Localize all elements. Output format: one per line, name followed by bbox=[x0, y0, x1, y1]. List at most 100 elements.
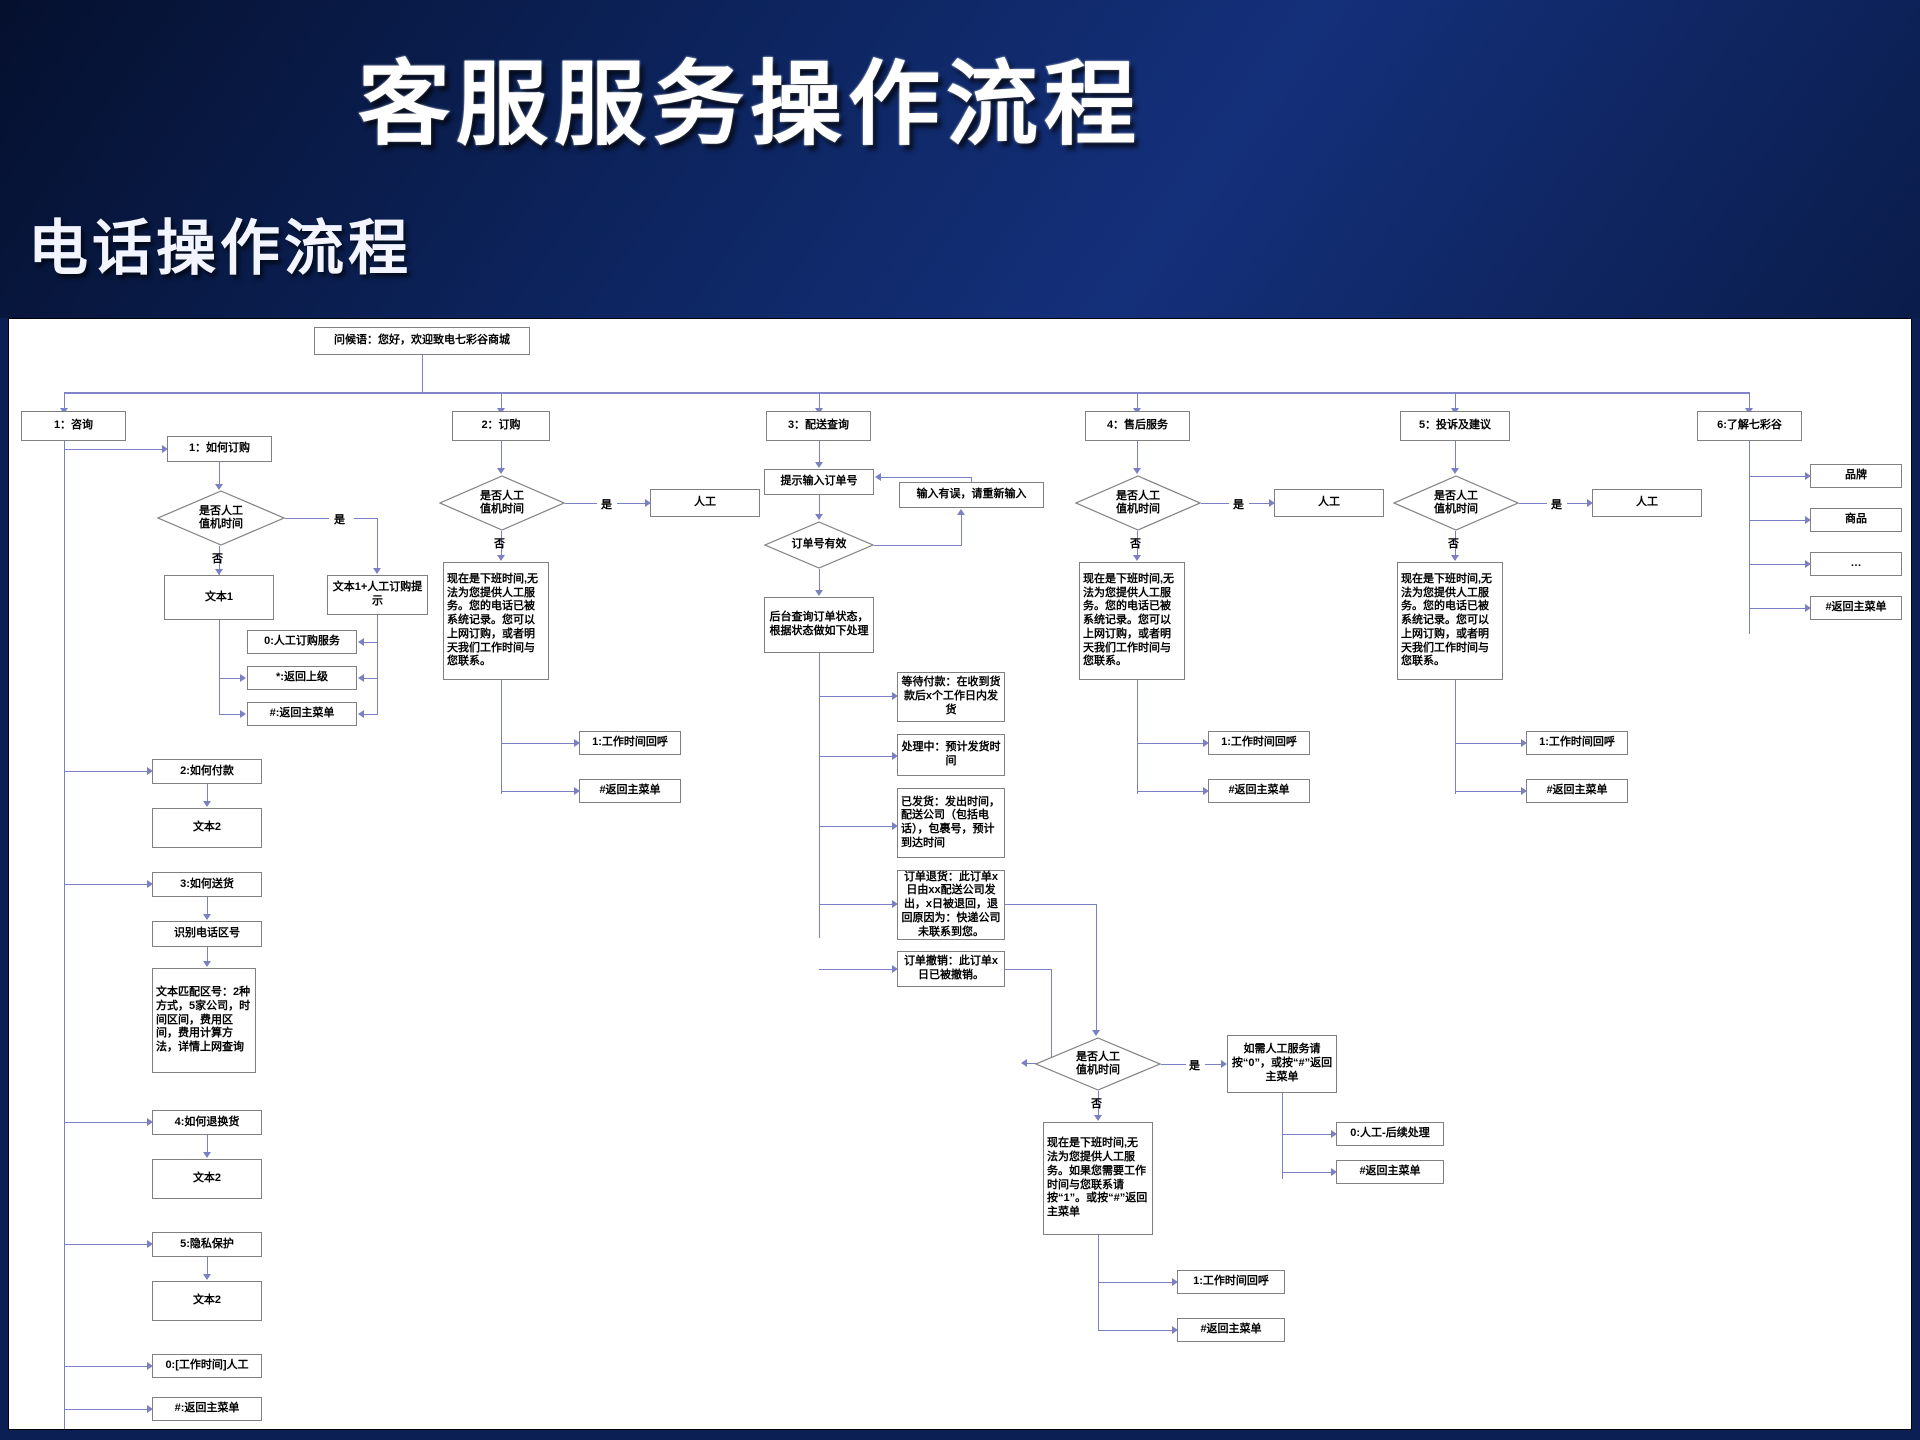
arrow-right bbox=[147, 1362, 153, 1370]
connector bbox=[1455, 791, 1523, 792]
connector bbox=[422, 355, 423, 393]
col3-opt-back-main-a[interactable]: #返回主菜单 bbox=[1336, 1160, 1444, 1184]
arrow-right bbox=[1221, 1060, 1227, 1068]
col1-no-label: 否 bbox=[212, 553, 223, 565]
connector bbox=[207, 1257, 208, 1276]
menu-item-5[interactable]: 5：投诉及建议 bbox=[1400, 411, 1510, 441]
diamond-shape bbox=[439, 475, 565, 531]
col3-decision-manned[interactable]: 是否人工值机时间 bbox=[1035, 1037, 1161, 1091]
connector bbox=[64, 449, 164, 450]
connector bbox=[819, 392, 820, 410]
col1-opt-back-main[interactable]: #:返回主菜单 bbox=[247, 702, 357, 726]
page-subtitle: 电话操作流程 bbox=[28, 214, 412, 284]
connector bbox=[1205, 1064, 1223, 1065]
col2-opt-back-main[interactable]: #返回主菜单 bbox=[579, 779, 681, 803]
connector bbox=[1098, 1282, 1174, 1283]
col1-yes-label: 是 bbox=[334, 514, 345, 526]
col2-opt-callback[interactable]: 1:工作时间回呼 bbox=[579, 731, 681, 755]
col4-opt-back-main[interactable]: #返回主菜单 bbox=[1208, 779, 1310, 803]
connector bbox=[819, 569, 820, 592]
arrow-down bbox=[203, 914, 211, 920]
arrow-right bbox=[162, 445, 168, 453]
col1-q4-text-node: 文本2 bbox=[152, 1159, 262, 1199]
col1-opt-back-up[interactable]: *:返回上级 bbox=[247, 666, 357, 690]
arrow-right bbox=[645, 499, 651, 507]
col1-q5-text-node: 文本2 bbox=[152, 1281, 262, 1321]
col6-item-0[interactable]: 品牌 bbox=[1810, 464, 1902, 488]
col5-opt-callback[interactable]: 1:工作时间回呼 bbox=[1526, 731, 1628, 755]
col6-item-3[interactable]: #返回主菜单 bbox=[1810, 596, 1902, 620]
connector bbox=[1749, 392, 1750, 410]
connector bbox=[207, 947, 208, 963]
arrow-down bbox=[203, 1152, 211, 1158]
connector bbox=[1282, 1172, 1333, 1173]
connector bbox=[1749, 608, 1807, 609]
arrow-down bbox=[203, 961, 211, 967]
diamond-shape bbox=[1075, 475, 1201, 531]
diamond-shape bbox=[1393, 475, 1519, 531]
arrow-right bbox=[1203, 739, 1209, 747]
arrow-down bbox=[815, 462, 823, 468]
connector bbox=[64, 884, 149, 885]
arrow-down bbox=[1451, 468, 1459, 474]
col6-item-2[interactable]: … bbox=[1810, 552, 1902, 576]
col1-opt-hash[interactable]: #:返回主菜单 bbox=[152, 1397, 262, 1421]
col6-item-1[interactable]: 商品 bbox=[1810, 508, 1902, 532]
menu-item-4[interactable]: 4：售后服务 bbox=[1085, 411, 1190, 441]
col3-opt-back-main-b[interactable]: #返回主菜单 bbox=[1177, 1318, 1285, 1342]
col4-decision-label: 是否人工值机时间 bbox=[1116, 489, 1160, 515]
col5-opt-back-main[interactable]: #返回主菜单 bbox=[1526, 779, 1628, 803]
connector bbox=[1137, 531, 1138, 560]
col3-opt-manual-follow[interactable]: 0:人工-后续处理 bbox=[1336, 1122, 1444, 1146]
arrow-right bbox=[574, 739, 580, 747]
col4-decision-manned[interactable]: 是否人工值机时间 bbox=[1075, 475, 1201, 531]
col5-decision-manned[interactable]: 是否人工值机时间 bbox=[1393, 475, 1519, 531]
arrow-down bbox=[215, 484, 223, 490]
connector bbox=[819, 495, 820, 516]
col5-offhours-node: 现在是下班时间,无法为您提供人工服务。您的电话已被系统记录。您可以上网订购，或者… bbox=[1397, 562, 1503, 680]
connector bbox=[961, 515, 962, 545]
col5-no-label: 否 bbox=[1448, 538, 1459, 550]
arrow-down bbox=[1451, 555, 1459, 561]
connector bbox=[1455, 531, 1456, 560]
col2-offhours-node: 现在是下班时间,无法为您提供人工服务。您的电话已被系统记录。您可以上网订购，或者… bbox=[443, 562, 549, 680]
col1-q5-node[interactable]: 5:隐私保护 bbox=[152, 1232, 262, 1257]
col3-decision-valid[interactable]: 订单号有效 bbox=[764, 521, 874, 569]
connector bbox=[1749, 520, 1807, 521]
connector bbox=[64, 1244, 149, 1245]
connector bbox=[1282, 1093, 1283, 1179]
menu-item-2[interactable]: 2：订购 bbox=[452, 411, 550, 441]
arrow-right bbox=[1172, 1326, 1178, 1334]
menu-item-6[interactable]: 6:了解七彩谷 bbox=[1697, 411, 1802, 441]
col1-q1-node[interactable]: 1：如何订购 bbox=[167, 436, 272, 462]
arrow-right bbox=[147, 1118, 153, 1126]
col1-opt-zero[interactable]: 0:[工作时间]人工 bbox=[152, 1354, 262, 1378]
col3-opt-callback[interactable]: 1:工作时间回呼 bbox=[1177, 1270, 1285, 1294]
arrow-right bbox=[1805, 560, 1811, 568]
connector bbox=[501, 441, 502, 470]
menu-item-3[interactable]: 3：配送查询 bbox=[766, 411, 871, 441]
col4-opt-callback[interactable]: 1:工作时间回呼 bbox=[1208, 731, 1310, 755]
col1-q2-node[interactable]: 2:如何付款 bbox=[152, 759, 262, 784]
arrow-right bbox=[892, 965, 898, 973]
connector bbox=[1137, 392, 1138, 410]
arrow-right bbox=[1805, 516, 1811, 524]
col3-status-1: 处理中：预计发货时间 bbox=[897, 734, 1005, 776]
col1-decision-manned[interactable]: 是否人工值机时间 bbox=[157, 490, 285, 546]
connector bbox=[501, 392, 502, 410]
menu-item-1[interactable]: 1：咨询 bbox=[21, 411, 126, 441]
col1-opt-manual-order[interactable]: 0:人工订购服务 bbox=[247, 630, 357, 654]
col1-q3-node[interactable]: 3:如何送货 bbox=[152, 872, 262, 897]
connector bbox=[501, 680, 502, 794]
col3-decision-label: 是否人工值机时间 bbox=[1076, 1050, 1120, 1076]
arrow-right bbox=[574, 787, 580, 795]
col1-q4-node[interactable]: 4:如何退换货 bbox=[152, 1110, 262, 1135]
col2-agent-node[interactable]: 人工 bbox=[650, 489, 760, 517]
col3-status-3: 订单退货：此订单x日由xx配送公司发出，x日被退回，退回原因为：快递公司未联系到… bbox=[897, 870, 1005, 940]
col4-agent-node[interactable]: 人工 bbox=[1274, 489, 1384, 517]
arrow-down bbox=[215, 569, 223, 575]
menu-bus bbox=[64, 392, 1749, 394]
col5-agent-node[interactable]: 人工 bbox=[1592, 489, 1702, 517]
col2-decision-manned[interactable]: 是否人工值机时间 bbox=[439, 475, 565, 531]
col5-yes-label: 是 bbox=[1551, 499, 1562, 511]
